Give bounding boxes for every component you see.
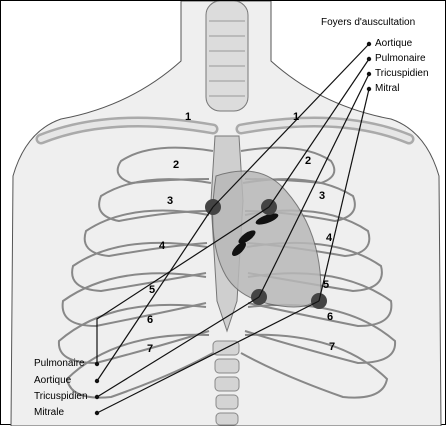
right-rib-number: 1 — [293, 112, 299, 123]
right-rib-number: 3 — [319, 191, 325, 202]
left-label-tricuspidien: Tricuspidien — [34, 392, 88, 402]
right-rib-number: 7 — [329, 342, 335, 353]
right-leader-dots — [367, 42, 371, 91]
right-label-pulmonaire: Pulmonaire — [375, 54, 426, 64]
right-rib-number: 5 — [323, 280, 329, 291]
right-label-mitral: Mitral — [375, 84, 399, 94]
right-rib-number: 6 — [327, 312, 333, 323]
right-label-aortique: Aortique — [375, 39, 412, 49]
left-rib-number: 4 — [159, 241, 165, 252]
left-rib-number: 2 — [173, 160, 179, 171]
diagram-title: Foyers d'auscultation — [321, 18, 415, 28]
left-label-aortique: Aortique — [34, 376, 71, 386]
right-label-tricuspidien: Tricuspidien — [375, 69, 429, 79]
left-label-pulmonaire: Pulmonaire — [34, 359, 85, 369]
left-label-mitrale: Mitrale — [34, 408, 64, 418]
left-rib-number: 3 — [167, 196, 173, 207]
left-rib-number: 1 — [185, 112, 191, 123]
trachea — [206, 1, 248, 111]
left-rib-number: 5 — [149, 285, 155, 296]
left-rib-number: 6 — [147, 315, 153, 326]
right-rib-number: 2 — [305, 156, 311, 167]
right-rib-number: 4 — [326, 233, 332, 244]
left-rib-number: 7 — [147, 344, 153, 355]
